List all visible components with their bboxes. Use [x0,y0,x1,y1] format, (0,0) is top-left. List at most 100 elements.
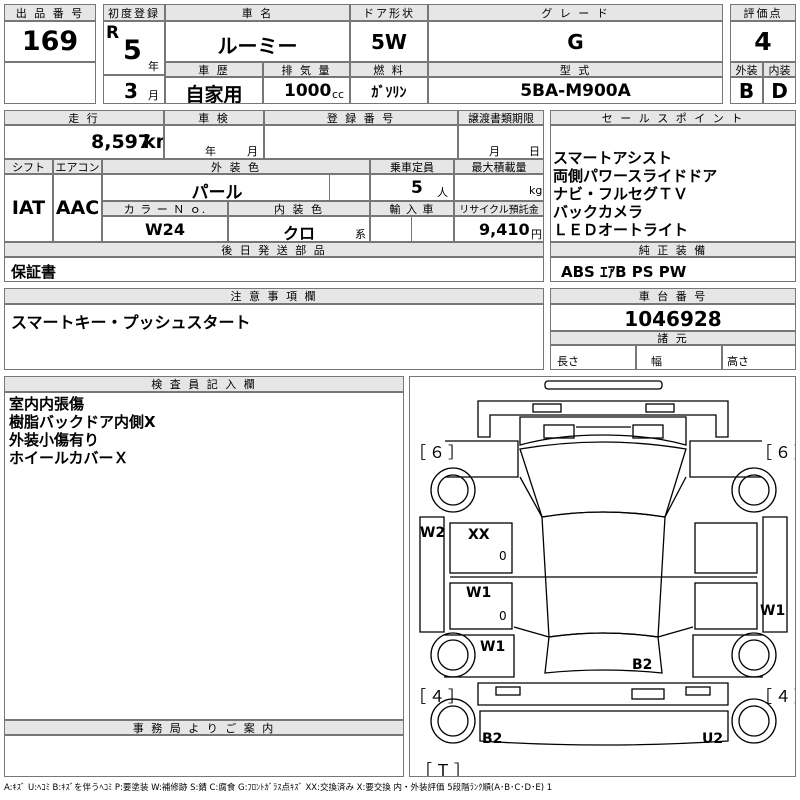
car-name: ルーミー [217,34,298,58]
damage-mark: U2 [702,731,724,747]
inspector-line: 室内内張傷 [9,395,85,413]
damage-mark: W1 [760,603,786,619]
sales-points-header: セ ー ル ス ポ イ ン ト [550,110,796,125]
tire-front-right: ［６］ [756,443,795,462]
inspection-month-unit: 月 [247,145,258,158]
load-unit: kg [529,184,543,197]
office-cell [4,735,404,777]
mileage-header: 走 行 [4,110,164,125]
equipment: ABS ｴｱB PS PW [561,263,687,281]
lot-number: 169 [21,26,79,57]
later-parts-cell: 保証書 [4,257,544,282]
notes: スマートキー・プッシュスタート [11,313,251,332]
inspection-cell: 年 月 [164,125,264,159]
sales-point: スマートアシスト [553,149,672,167]
sales-point: 両側パワースライドドア [553,167,718,185]
transfer-header: 譲渡書類期限 [458,110,544,125]
year-unit: 年 [148,60,159,73]
length-cell: 長さ [550,345,636,370]
color-no-header: カ ラ ー Ｎ ｏ. [102,201,228,216]
office-header: 事 務 局 よ り ご 案 内 [4,720,404,735]
color-no: W24 [145,220,185,239]
notes-header: 注 意 事 項 欄 [4,288,544,304]
displacement: 1000 [284,81,332,101]
recycle-cell: 9,410 円 [454,216,544,242]
grade-cell: G [428,21,723,62]
inspector-header: 検 査 員 記 入 欄 [4,376,404,392]
month-unit: 月 [148,89,159,102]
lot-number-blank [4,62,96,104]
fuel-cell: ｶﾞｿﾘﾝ [350,77,428,104]
later-parts-header: 後 日 発 送 部 品 [4,242,544,257]
tire-rear-right: ［４］ [756,687,795,706]
reg-month: 3 [124,79,138,103]
model-cell: 5BA-M900A [428,77,723,104]
ext-color-divider [329,175,330,200]
damage-mark: W1 [480,639,506,655]
import-cell [370,216,454,242]
int-color-unit: 系 [355,228,366,241]
ext-color-cell: パール [102,174,370,201]
inspection-year-unit: 年 [205,145,216,158]
sales-point: ＬＥＤオートライト [553,221,689,239]
capacity-cell: 5 人 [370,174,454,201]
recycle-unit: 円 [531,228,542,241]
history-cell: 自家用 [165,77,263,104]
capacity-header: 乗車定員 [370,159,454,174]
history-header: 車 歴 [165,62,263,77]
load-cell: kg [454,174,544,201]
displacement-unit: cc [332,88,345,101]
chassis-cell: 1046928 [550,304,796,331]
interior-grade: D [771,79,788,103]
era: R [106,23,120,43]
transfer-month-unit: 月 [489,145,500,158]
car-diagram: ［６］ ［６］ ［４］ ［４］ ［Ｔ］ W2 XX 0 W1 0 W1 W1 B… [409,376,796,777]
int-color-header: 内 装 色 [228,201,370,216]
car-name-header: 車 名 [165,4,350,21]
equipment-cell: ABS ｴｱB PS PW [550,257,796,282]
mileage-unit: km [143,131,163,153]
interior-header: 内装 [763,62,796,77]
inspector-line: 樹脂バックドア内側X [9,413,156,431]
damage-mark: W2 [420,525,446,541]
inspection-header: 車 検 [164,110,264,125]
fuel-header: 燃 料 [350,62,428,77]
height-cell: 高さ [722,345,796,370]
aircon: AAC [55,197,100,219]
registration-cell [264,125,458,159]
lot-number-header: 出 品 番 号 [4,4,96,21]
score: 4 [754,27,772,56]
length-label: 長さ [557,355,579,368]
lot-number-cell: 169 [4,21,96,62]
width-label: 幅 [651,355,662,368]
import-divider [411,217,412,241]
recycle: 9,410 [479,220,530,239]
chassis-header: 車 台 番 号 [550,288,796,304]
door-cell: 5W [350,21,428,62]
mileage: 8,597 [91,131,152,153]
import-header: 輸 入 車 [370,201,454,216]
int-color: クロ [282,224,315,242]
color-no-cell: W24 [102,216,228,242]
dims-header: 諸 元 [550,331,796,345]
ext-color-header: 外 装 色 [102,159,370,174]
score-header: 評価点 [730,4,796,21]
aircon-cell: AAC [53,174,102,242]
displacement-cell: 1000 cc [263,77,350,104]
exterior-grade: B [738,79,755,103]
inspector-line: 外装小傷有り [9,431,100,449]
spare-tire: ［Ｔ］ [416,761,474,777]
capacity: 5 [411,178,423,198]
damage-mark: XX [468,527,490,543]
equipment-header: 純 正 装 備 [550,242,796,257]
interior-cell: D [763,77,796,104]
inspector-lines: 室内内張傷 樹脂バックドア内側X 外装小傷有り ホイールカバーＸ [9,395,156,467]
sales-points-list: スマートアシスト 両側パワースライドドア ナビ・フルセグＴＶ バックカメラ ＬＥ… [553,149,717,239]
history: 自家用 [185,84,243,104]
damage-mark: 0 [499,609,507,623]
reg-year: 5 [123,35,142,66]
car-name-cell: ルーミー [165,21,350,62]
first-reg-header: 初度登録 [103,4,165,21]
registration-header: 登 録 番 号 [264,110,458,125]
later-parts: 保証書 [11,263,57,281]
